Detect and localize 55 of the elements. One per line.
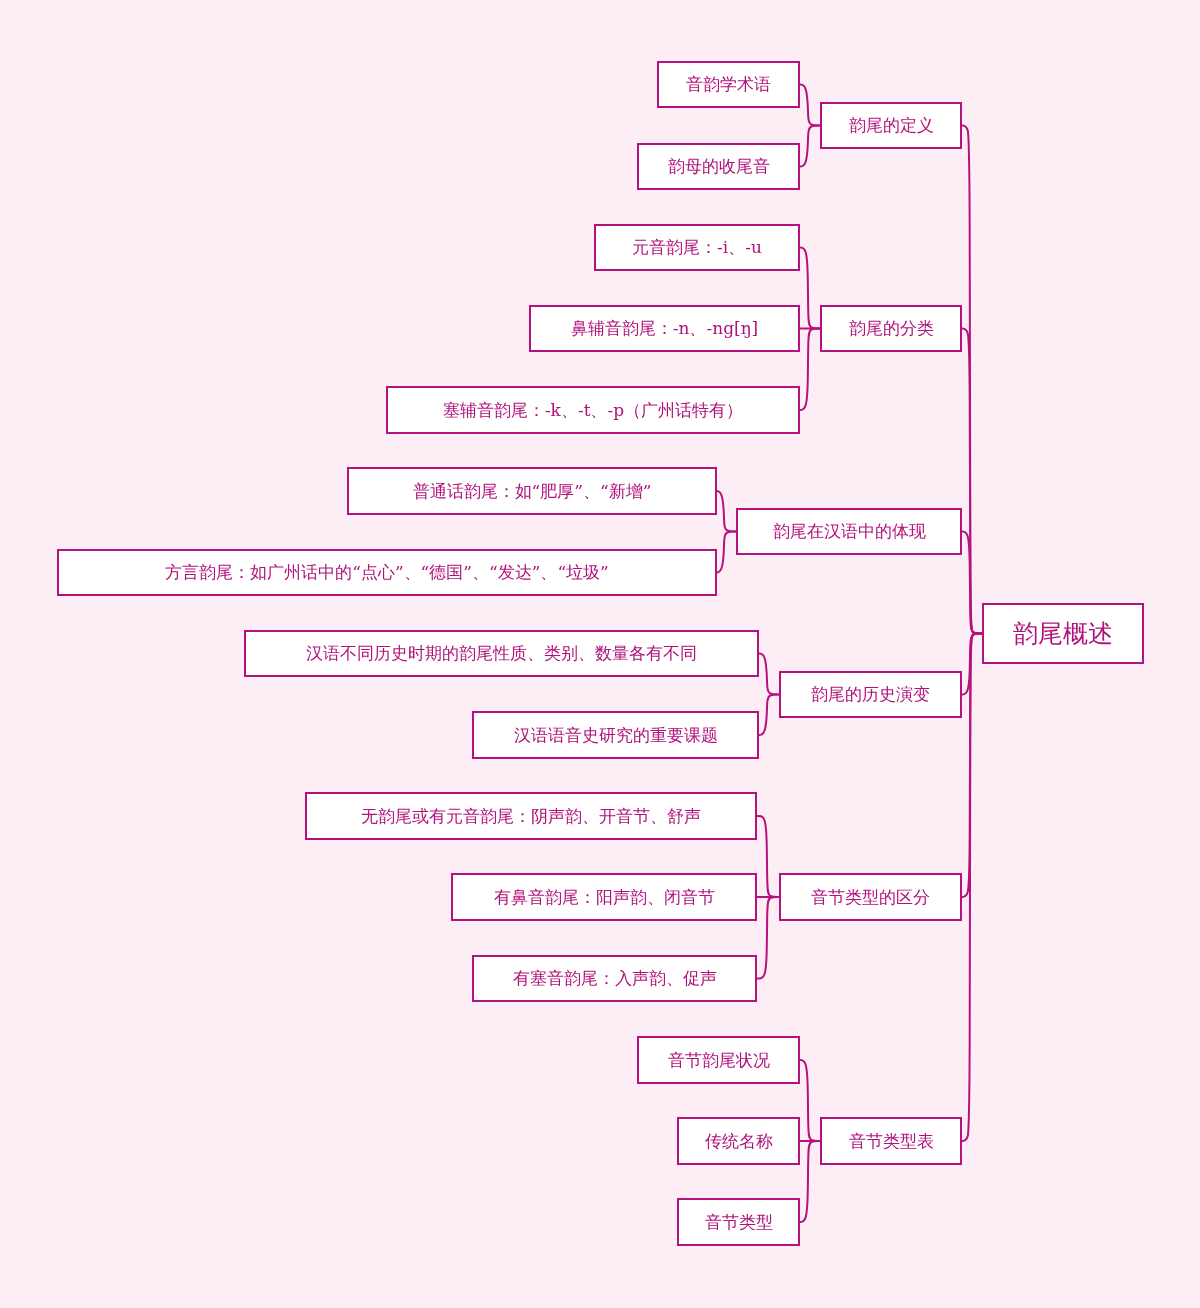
topic-box [820,1117,962,1165]
topic-text: 塞辅音韵尾：-k、-t、-p（广州话特有） [442,398,744,422]
topic-text: 韵尾的分类 [848,317,934,340]
topic-text: 韵尾在汉语中的体现 [772,520,926,543]
topic-box [637,1036,800,1084]
topic-box [736,508,962,555]
topic-text: 普通话韵尾：如“肥厚”、“新增” [412,479,652,503]
connector-line [961,530,983,635]
root-topic-box [982,603,1144,664]
connector-line [716,530,737,574]
topic-text: 音节类型 [704,1210,773,1234]
topic-box [677,1198,800,1246]
topic-text: 无韵尾或有元音韵尾：阴声韵、开音节、舒声 [361,804,701,828]
topic-text: 传统名称 [704,1129,773,1153]
connector-line [758,652,780,696]
topic-box [57,549,717,596]
topic-box [244,630,759,677]
topic-box [820,305,962,352]
topic-text: 有塞音韵尾：入声韵、促声 [512,967,717,990]
topic-text: 方言韵尾：如广州话中的“点心”、“德国”、“发达”、“垃圾” [165,561,609,584]
topic-text: 鼻辅音韵尾：-n、-ng[ŋ] [570,317,759,340]
topic-text: 音节类型表 [848,1129,934,1153]
topic-box [657,61,800,108]
topic-text: 元音韵尾：-i、-u [632,236,762,259]
topic-text: 韵尾概述 [1013,618,1113,650]
topic-text: 汉语语音史研究的重要课题 [513,723,718,747]
topic-box [305,792,757,840]
connector-line [799,246,821,330]
topic-box [637,143,800,190]
topic-text: 有鼻音韵尾：阳声韵、闭音节 [493,885,715,909]
connector-line [758,693,780,736]
connector-line [799,327,821,411]
topic-box [820,102,962,149]
topic-text: 音节类型的区分 [811,885,930,909]
connector-line [756,896,780,980]
connector-line [716,490,737,533]
topic-text: 韵尾的定义 [848,114,934,137]
topic-box [779,671,962,718]
connector-line [799,124,821,168]
topic-box [386,386,800,434]
topic-box [472,955,757,1002]
topic-box [529,305,800,352]
topic-text: 韵尾的历史演变 [811,683,930,706]
topic-box [472,711,759,759]
topic-box [451,873,757,921]
topic-text: 音韵学术语 [686,73,771,96]
topic-text: 汉语不同历史时期的韵尾性质、类别、数量各有不同 [306,642,697,665]
topic-box [347,467,717,515]
topic-text: 韵母的收尾音 [667,155,770,178]
topic-box [677,1117,800,1165]
topic-box [594,224,800,271]
topic-box [779,873,962,921]
connector-line [799,1140,821,1223]
topic-text: 音节韵尾状况 [667,1048,770,1072]
connector-line [799,83,821,127]
